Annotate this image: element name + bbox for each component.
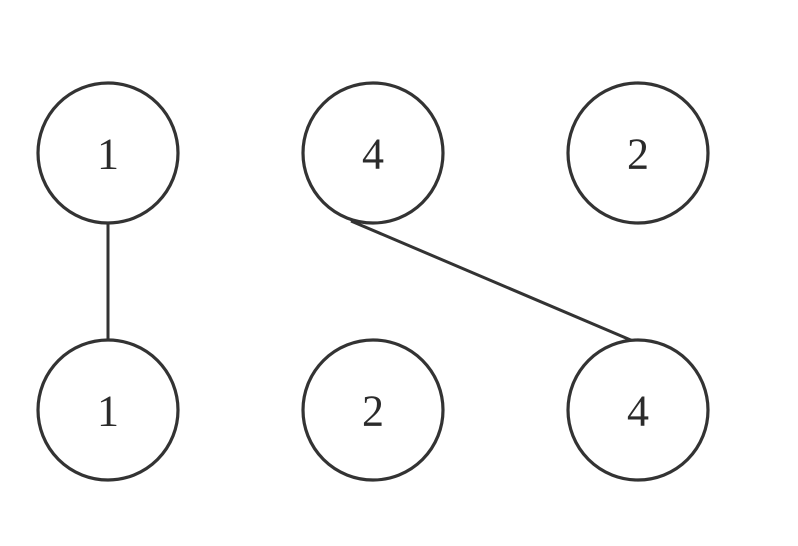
node-bottom-right[interactable]: 4 bbox=[566, 338, 710, 482]
node-circle[interactable] bbox=[566, 338, 710, 482]
edge-layer bbox=[106, 219, 634, 343]
node-bottom-left[interactable]: 1 bbox=[36, 338, 180, 482]
node-label: 1 bbox=[97, 130, 119, 179]
node-label: 2 bbox=[362, 387, 384, 436]
node-label: 2 bbox=[627, 130, 649, 179]
node-top-right[interactable]: 2 bbox=[566, 81, 710, 225]
edge-node2-node6[interactable] bbox=[350, 219, 634, 343]
node-top-left[interactable]: 1 bbox=[36, 81, 180, 225]
node-circle[interactable] bbox=[36, 81, 180, 225]
node-label: 1 bbox=[97, 387, 119, 436]
node-bottom-middle[interactable]: 2 bbox=[301, 338, 445, 482]
node-top-middle[interactable]: 4 bbox=[301, 81, 445, 225]
node-circle[interactable] bbox=[566, 81, 710, 225]
node-circle[interactable] bbox=[301, 338, 445, 482]
node-circle[interactable] bbox=[301, 81, 445, 225]
node-label: 4 bbox=[362, 130, 384, 179]
node-label: 4 bbox=[627, 387, 649, 436]
node-circle[interactable] bbox=[36, 338, 180, 482]
node-layer: 1 4 2 1 2 4 bbox=[36, 81, 710, 482]
